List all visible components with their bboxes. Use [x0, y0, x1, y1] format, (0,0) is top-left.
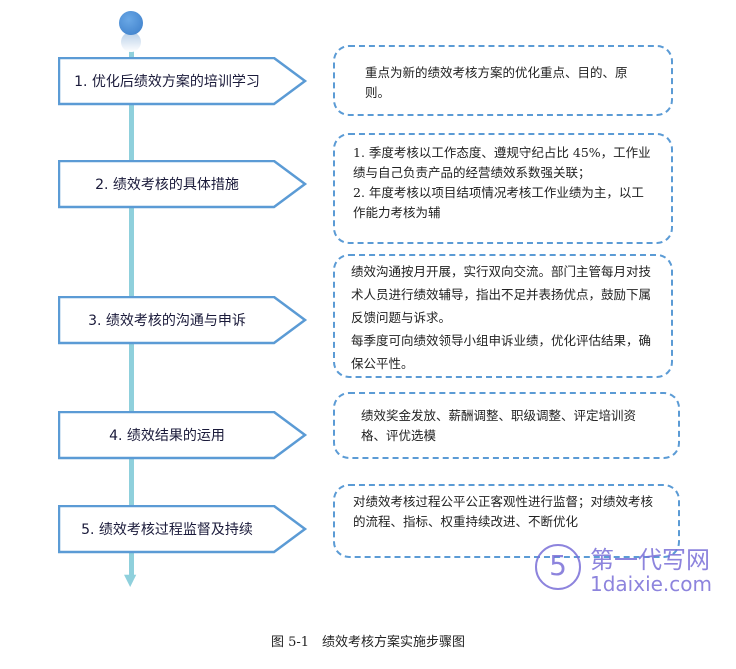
note-line: 绩效沟通按月开展，实行双向交流。部门主管每月对技术人员进行绩效辅导，指出不足并表…: [351, 264, 652, 325]
watermark-logo: 5: [535, 544, 581, 590]
note-line: 1. 季度考核以工作态度、遵规守纪占比 45%，工作业绩与自己负责产品的经营绩效…: [353, 145, 651, 180]
note-5: 对绩效考核过程公平公正客观性进行监督；对绩效考核的流程、指标、权重持续改进、不断…: [333, 484, 680, 558]
step-4: 4. 绩效结果的运用: [58, 411, 308, 460]
note-3: 绩效沟通按月开展，实行双向交流。部门主管每月对技术人员进行绩效辅导，指出不足并表…: [333, 254, 673, 378]
step-2: 2. 绩效考核的具体措施: [58, 160, 308, 209]
step-label: 3. 绩效考核的沟通与申诉: [88, 313, 246, 329]
step-label: 1. 优化后绩效方案的培训学习: [74, 74, 260, 90]
note-1: 重点为新的绩效考核方案的优化重点、目的、原则。: [333, 45, 673, 116]
note-line: 每季度可向绩效领导小组申诉业绩，优化评估结果，确保公平性。: [351, 333, 652, 371]
figure-caption: 图 5-1 绩效考核方案实施步骤图: [270, 635, 466, 650]
note-line: 2. 年度考核以项目结项情况考核工作业绩为主，以工作能力考核为辅: [353, 185, 644, 220]
watermark-site: 1daixie.com: [590, 572, 713, 596]
step-5: 5. 绩效考核过程监督及持续: [58, 505, 308, 554]
start-dot-reflection: [121, 32, 141, 52]
start-dot: [119, 11, 143, 35]
step-label: 2. 绩效考核的具体措施: [95, 177, 239, 193]
note-2: 1. 季度考核以工作态度、遵规守纪占比 45%，工作业绩与自己负责产品的经营绩效…: [333, 133, 673, 244]
watermark-title: 第一代写网: [590, 546, 710, 574]
step-3: 3. 绩效考核的沟通与申诉: [58, 296, 308, 345]
arrow-down-icon: ▼: [124, 570, 137, 589]
note-4: 绩效奖金发放、薪酬调整、职级调整、评定培训资格、评优选模: [333, 392, 680, 459]
step-label: 5. 绩效考核过程监督及持续: [81, 522, 253, 538]
step-1: 1. 优化后绩效方案的培训学习: [58, 57, 308, 106]
step-label: 4. 绩效结果的运用: [109, 428, 225, 444]
